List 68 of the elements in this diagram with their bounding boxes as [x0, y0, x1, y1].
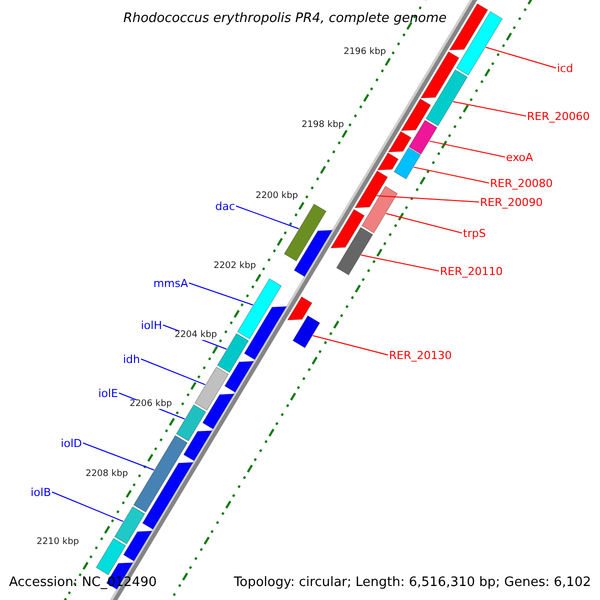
leader-line	[413, 166, 490, 184]
leader-line	[485, 46, 556, 68]
gene-label: RER_20090	[480, 196, 543, 208]
gene-bar	[292, 315, 320, 348]
gene-label: iolD	[60, 438, 82, 448]
gene-bar	[114, 506, 146, 544]
scale-label: 2198 kbp	[302, 120, 344, 130]
leader-line	[312, 335, 388, 356]
leader-line	[52, 492, 124, 522]
gene-bar	[133, 434, 188, 513]
gene-bar	[456, 10, 503, 76]
leader-line	[82, 442, 155, 470]
gene-bar	[194, 366, 229, 411]
genome-summary-text: Topology: circular; Length: 6,516,310 bp; Genes: 6,102	[234, 576, 591, 588]
gene-label: dac	[215, 200, 235, 212]
gene-bar	[236, 278, 282, 340]
gene-label: exoA	[506, 152, 534, 162]
gene-segment	[123, 530, 153, 562]
gene-bar	[408, 120, 438, 155]
gene-segment	[183, 430, 213, 462]
gene-segment	[448, 3, 488, 50]
scale-label: 2210 kbp	[36, 538, 79, 546]
gene-label: iolH	[140, 320, 162, 330]
gene-label: icd	[557, 62, 574, 74]
leader-line	[386, 212, 462, 234]
gene-label: RER_20060	[527, 110, 590, 122]
gene-segment	[142, 462, 194, 530]
gene-segment	[376, 152, 399, 170]
gene-segment	[330, 208, 365, 248]
leader-line	[360, 254, 440, 272]
gene-bar	[361, 186, 398, 234]
gene-bar	[284, 204, 327, 262]
leader-line	[140, 358, 206, 386]
gene-bar	[176, 404, 206, 442]
title: Rhodococcus erythropolis PR4, complete genome	[123, 12, 447, 24]
gene-label: iolE	[98, 388, 118, 398]
gene-label: mmsA	[153, 278, 188, 288]
gene-bar	[216, 333, 250, 374]
gene-bar	[336, 226, 374, 276]
leader-line	[188, 282, 254, 306]
gene-segment	[294, 230, 334, 278]
gene-segment	[286, 296, 312, 320]
scale-label: 2208 kbp	[86, 470, 128, 478]
gene-bar	[96, 538, 126, 576]
gene-segment	[244, 306, 288, 360]
gene-label: idh	[122, 354, 140, 364]
scale-label: 2202 kbp	[214, 262, 256, 270]
leader-line	[236, 206, 300, 230]
gene-bar	[425, 69, 468, 126]
gene-label: RER_20130	[389, 350, 452, 360]
gene-segment	[388, 130, 412, 152]
leader-line	[428, 140, 506, 158]
leader-line	[452, 101, 526, 116]
gene-label: trpS	[463, 228, 486, 238]
gene-segment	[202, 393, 235, 430]
gene-segment	[224, 360, 254, 393]
gene-segment	[400, 98, 432, 132]
gene-segment	[420, 51, 460, 98]
scale-label: 2204 kbp	[174, 330, 217, 340]
gene-segment	[354, 170, 388, 208]
scale-label: 2196 kbp	[344, 48, 386, 56]
scale-label: 2206 kbp	[130, 400, 172, 408]
gene-label: RER_20080	[490, 178, 553, 188]
gene-bar	[394, 147, 422, 180]
scale-label: 2200 kbp	[256, 192, 298, 200]
gene-label: iolB	[30, 486, 51, 498]
gene-label: RER_20110	[440, 266, 503, 276]
leader-line	[376, 195, 480, 202]
